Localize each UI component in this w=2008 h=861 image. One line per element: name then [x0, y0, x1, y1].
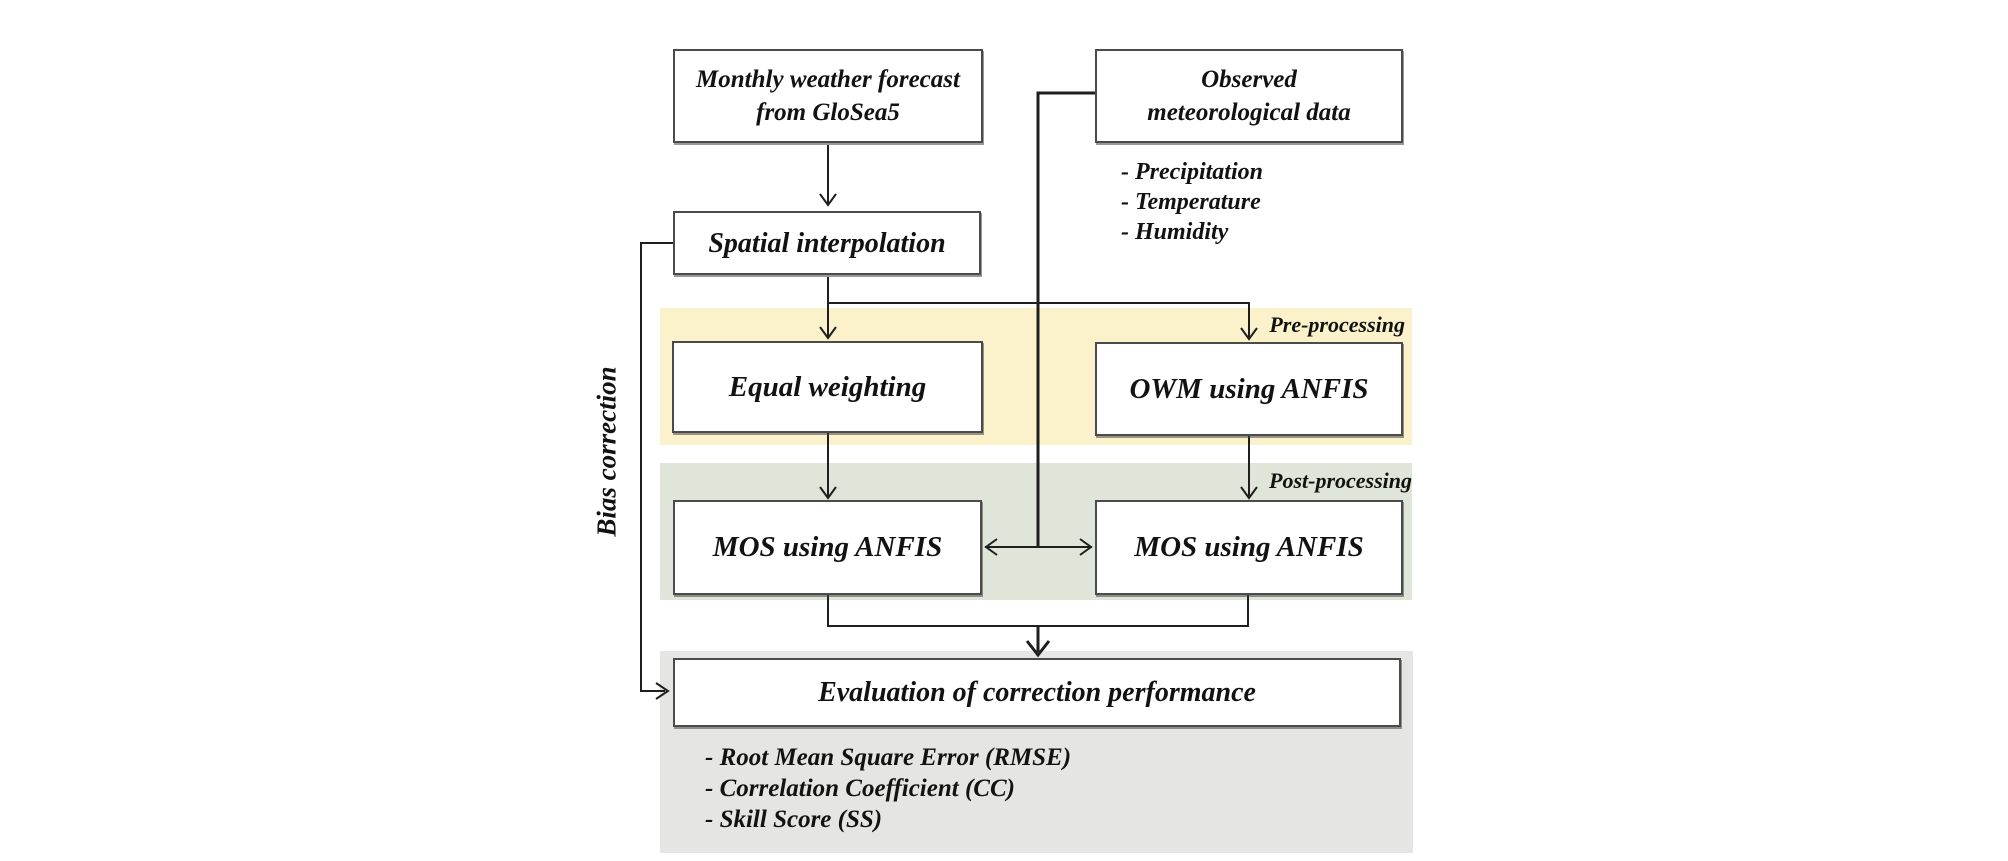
- node-equal-weighting: Equal weighting: [672, 341, 983, 433]
- node-spatial-interpolation: Spatial interpolation: [673, 211, 981, 275]
- node-evaluation-label: Evaluation of correction performance: [818, 677, 1256, 708]
- pre-processing-label: Pre-processing: [1269, 312, 1405, 337]
- bias-correction-label: Bias correction: [591, 366, 622, 537]
- node-evaluation: Evaluation of correction performance: [673, 658, 1401, 727]
- evaluation-metric-item: - Skill Score (SS): [705, 806, 883, 833]
- line-mos-merge: [827, 593, 1249, 627]
- arrowhead-spatial-to-owm: [1240, 327, 1258, 341]
- observed-variable-item: - Humidity: [1121, 219, 1229, 245]
- node-monthly-forecast-line1: Monthly weather forecast: [696, 66, 960, 93]
- evaluation-metric-item: - Correlation Coefficient (CC): [705, 775, 1015, 802]
- node-mos-anfis-right-label: MOS using ANFIS: [1134, 531, 1364, 563]
- node-monthly-forecast-line2: from GloSea5: [756, 99, 900, 126]
- node-observed-data-line1: Observed: [1201, 66, 1297, 93]
- arrowhead-owm-to-mos-right: [1240, 486, 1258, 500]
- node-spatial-interpolation-label: Spatial interpolation: [708, 227, 946, 259]
- evaluation-metrics-list: - Root Mean Square Error (RMSE) - Correl…: [705, 742, 1071, 835]
- arrowhead-into-mos-left: [984, 538, 998, 556]
- arrowhead-spatial-to-equal: [819, 326, 837, 340]
- node-mos-anfis-left-label: MOS using ANFIS: [712, 531, 943, 563]
- observed-variables-list: - Precipitation - Temperature - Humidity: [1121, 157, 1263, 247]
- post-processing-label: Post-processing: [1269, 468, 1412, 493]
- arrowhead-bias-to-evaluation: [655, 682, 670, 700]
- evaluation-metric-item: - Root Mean Square Error (RMSE): [705, 744, 1072, 771]
- arrow-spatial-to-owm: [828, 302, 1250, 337]
- line-bias-bracket: [640, 242, 673, 692]
- node-mos-anfis-right: MOS using ANFIS: [1095, 500, 1403, 595]
- arrowhead-merge-to-evaluation: [1025, 640, 1051, 658]
- node-observed-data: Observed meteorological data: [1095, 49, 1403, 143]
- arrowhead-equal-to-mos-left: [819, 486, 837, 500]
- node-equal-weighting-label: Equal weighting: [728, 370, 927, 403]
- observed-variable-item: - Precipitation: [1121, 159, 1263, 185]
- observed-variable-item: - Temperature: [1121, 189, 1261, 215]
- line-observed-feed: [1036, 91, 1095, 547]
- node-owm-anfis-label: OWM using ANFIS: [1129, 372, 1369, 405]
- node-observed-data-line2: meteorological data: [1147, 99, 1351, 126]
- node-owm-anfis: OWM using ANFIS: [1095, 342, 1403, 436]
- arrowhead-monthly-to-spatial: [819, 193, 837, 207]
- node-monthly-forecast: Monthly weather forecast from GloSea5: [673, 49, 983, 143]
- node-mos-anfis-left: MOS using ANFIS: [673, 500, 982, 595]
- arrowhead-into-mos-right: [1079, 538, 1093, 556]
